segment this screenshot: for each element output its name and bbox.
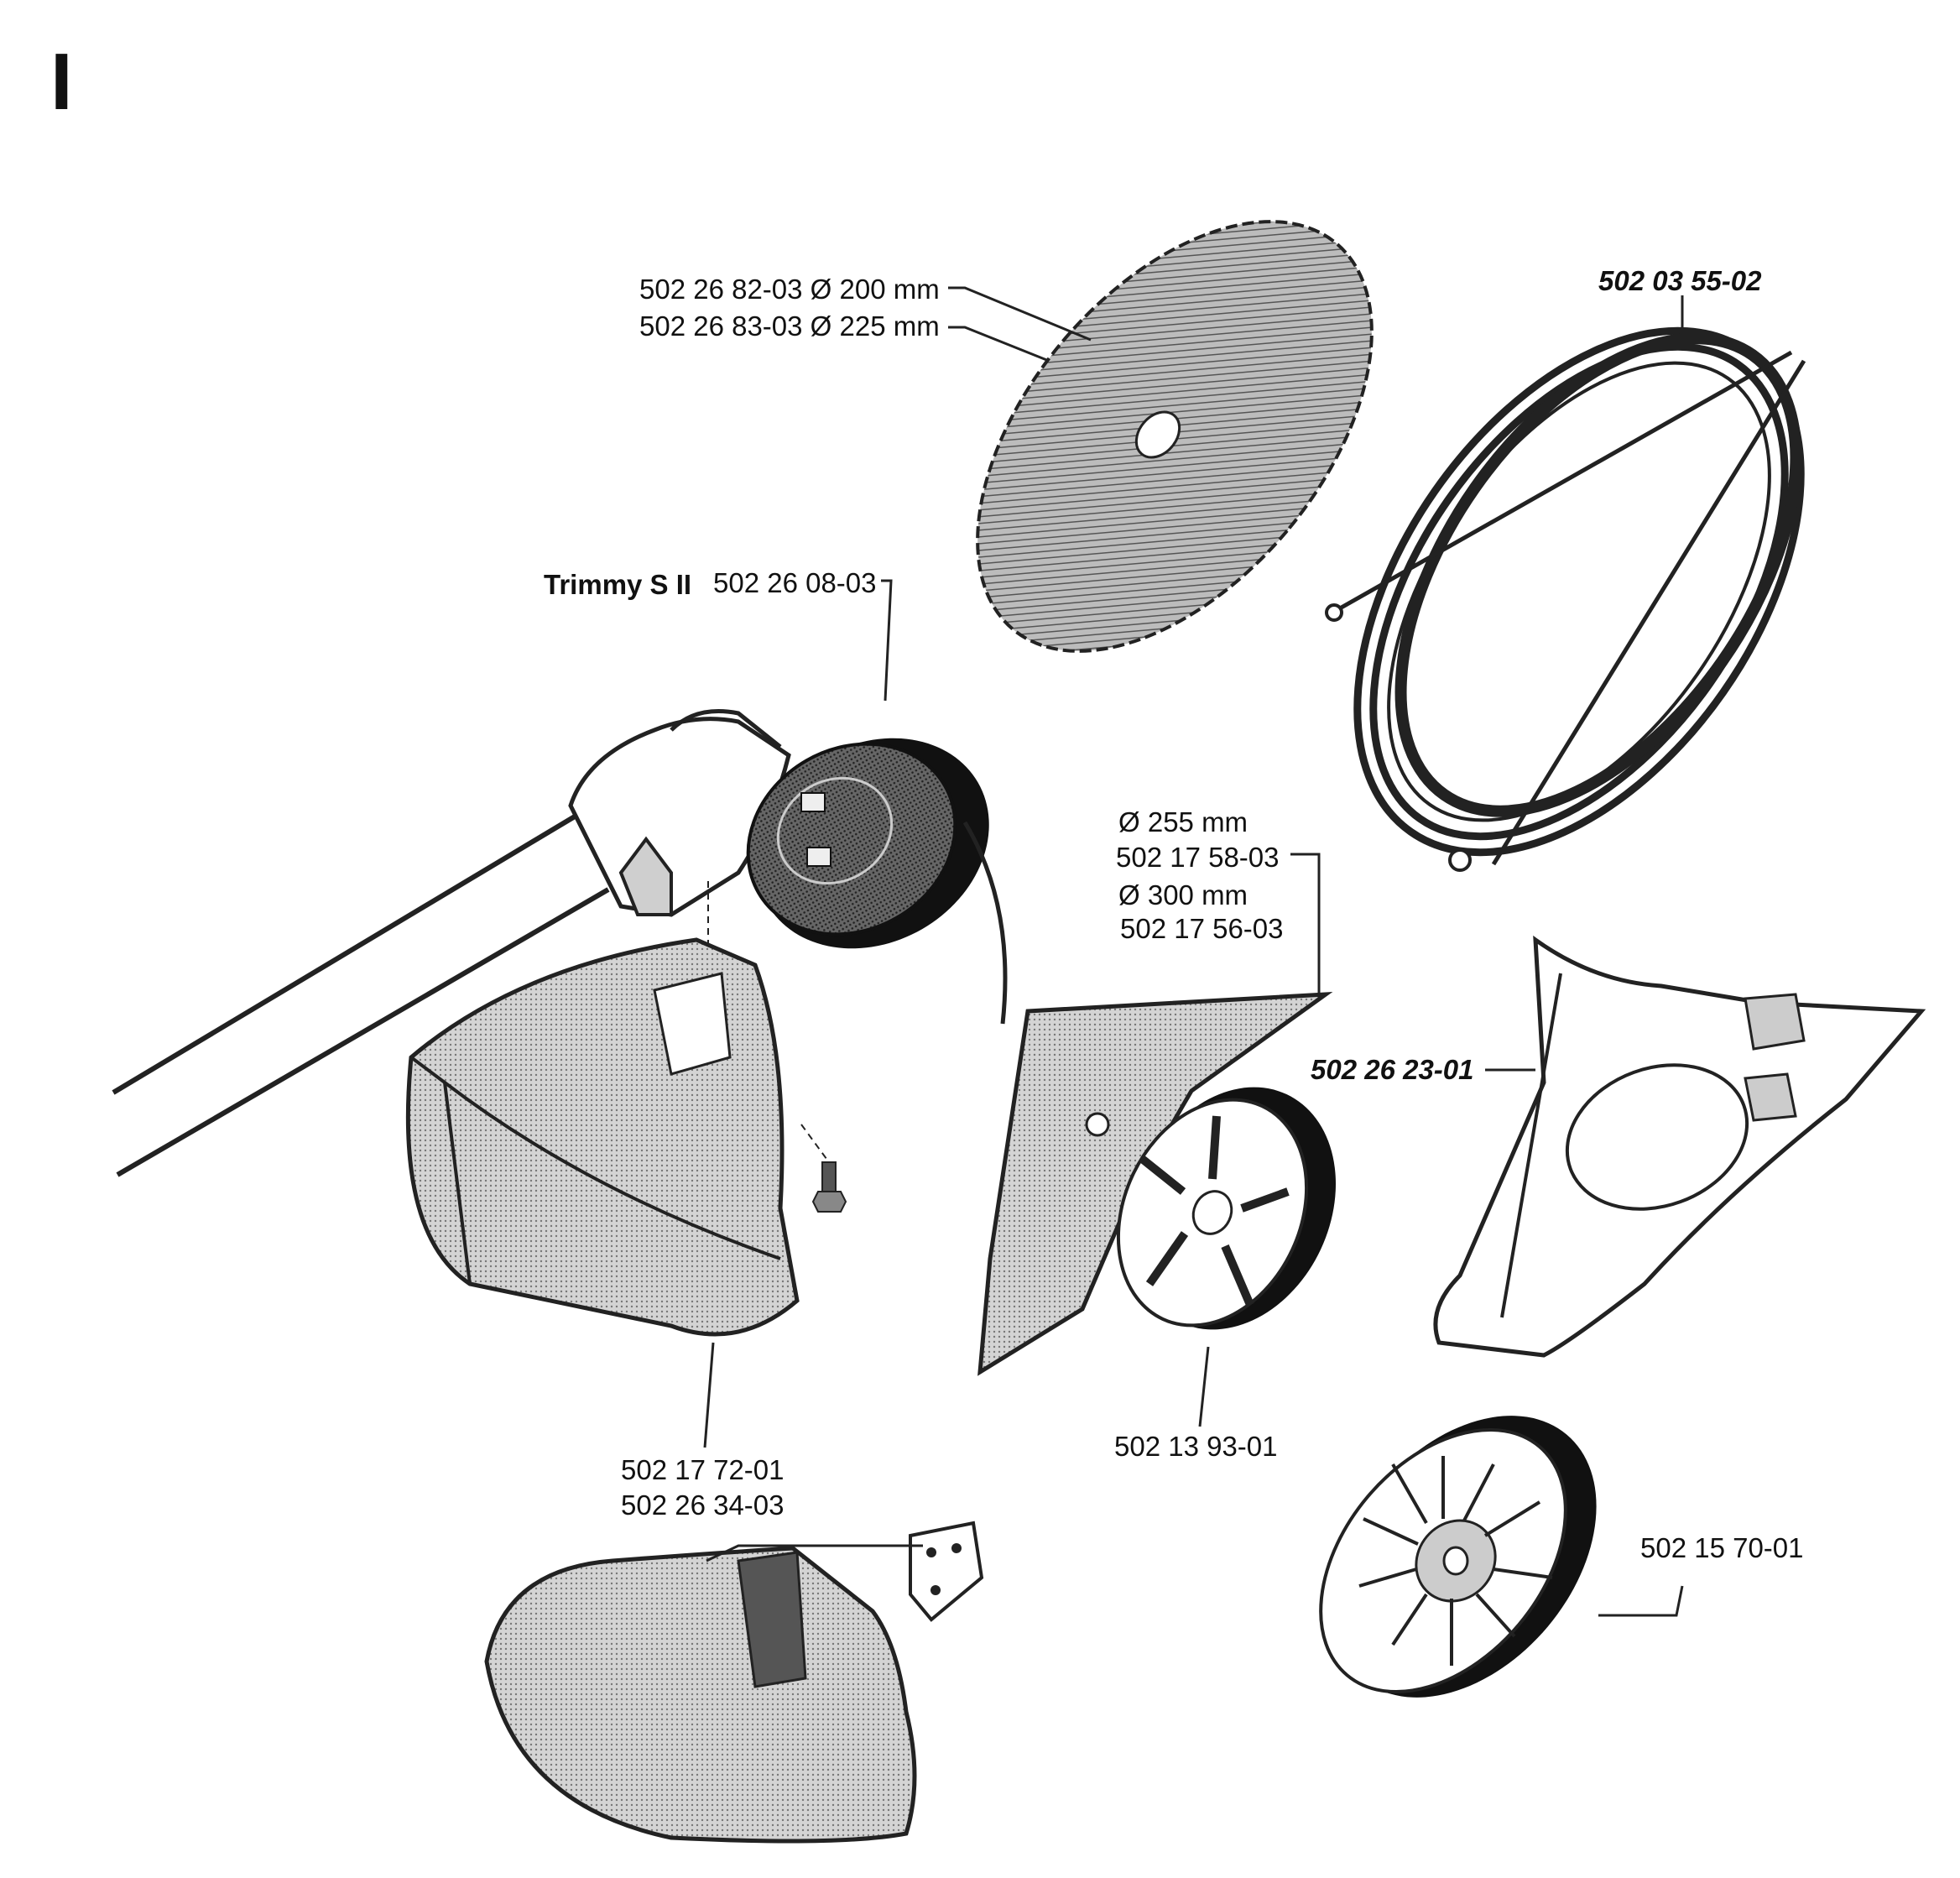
label-guard-ring: 502 03 55-02 <box>1598 265 1762 296</box>
lower-shield <box>484 1521 984 1844</box>
label-blade-200: 502 26 82-03 Ø 200 mm <box>639 274 940 305</box>
trimmer-shaft <box>112 709 791 1177</box>
label-part-300: 502 17 56-03 <box>1120 913 1284 944</box>
label-drive-disc: 502 13 93-01 <box>1114 1431 1278 1462</box>
label-dia-300: Ø 300 mm <box>1118 879 1248 910</box>
trimmer-guard <box>405 881 847 1337</box>
triangle-blade <box>977 992 1333 1376</box>
leader-lines <box>703 286 1684 1617</box>
fan-cup <box>1319 1416 1597 1698</box>
screw <box>800 1124 847 1213</box>
label-dia-255: Ø 255 mm <box>1118 806 1248 837</box>
label-shield-1: 502 17 72-01 <box>621 1454 785 1485</box>
label-trimmy-name: Trimmy S II <box>544 569 692 600</box>
trimmy-head <box>746 738 1008 1025</box>
label-part-255: 502 17 58-03 <box>1116 842 1280 873</box>
drive-disc <box>1116 1087 1336 1330</box>
label-shield-2: 502 26 34-03 <box>621 1489 785 1521</box>
label-trimmy-part: 502 26 08-03 <box>713 567 877 598</box>
saw-blade <box>976 220 1374 653</box>
guard-ring <box>1325 326 1806 872</box>
label-support-cup: 502 26 23-01 <box>1311 1054 1474 1085</box>
label-fan-cup: 502 15 70-01 <box>1640 1532 1804 1563</box>
support-cup <box>1433 935 1926 1358</box>
section-mark: I <box>50 37 73 127</box>
label-blade-225: 502 26 83-03 Ø 225 mm <box>639 310 940 342</box>
